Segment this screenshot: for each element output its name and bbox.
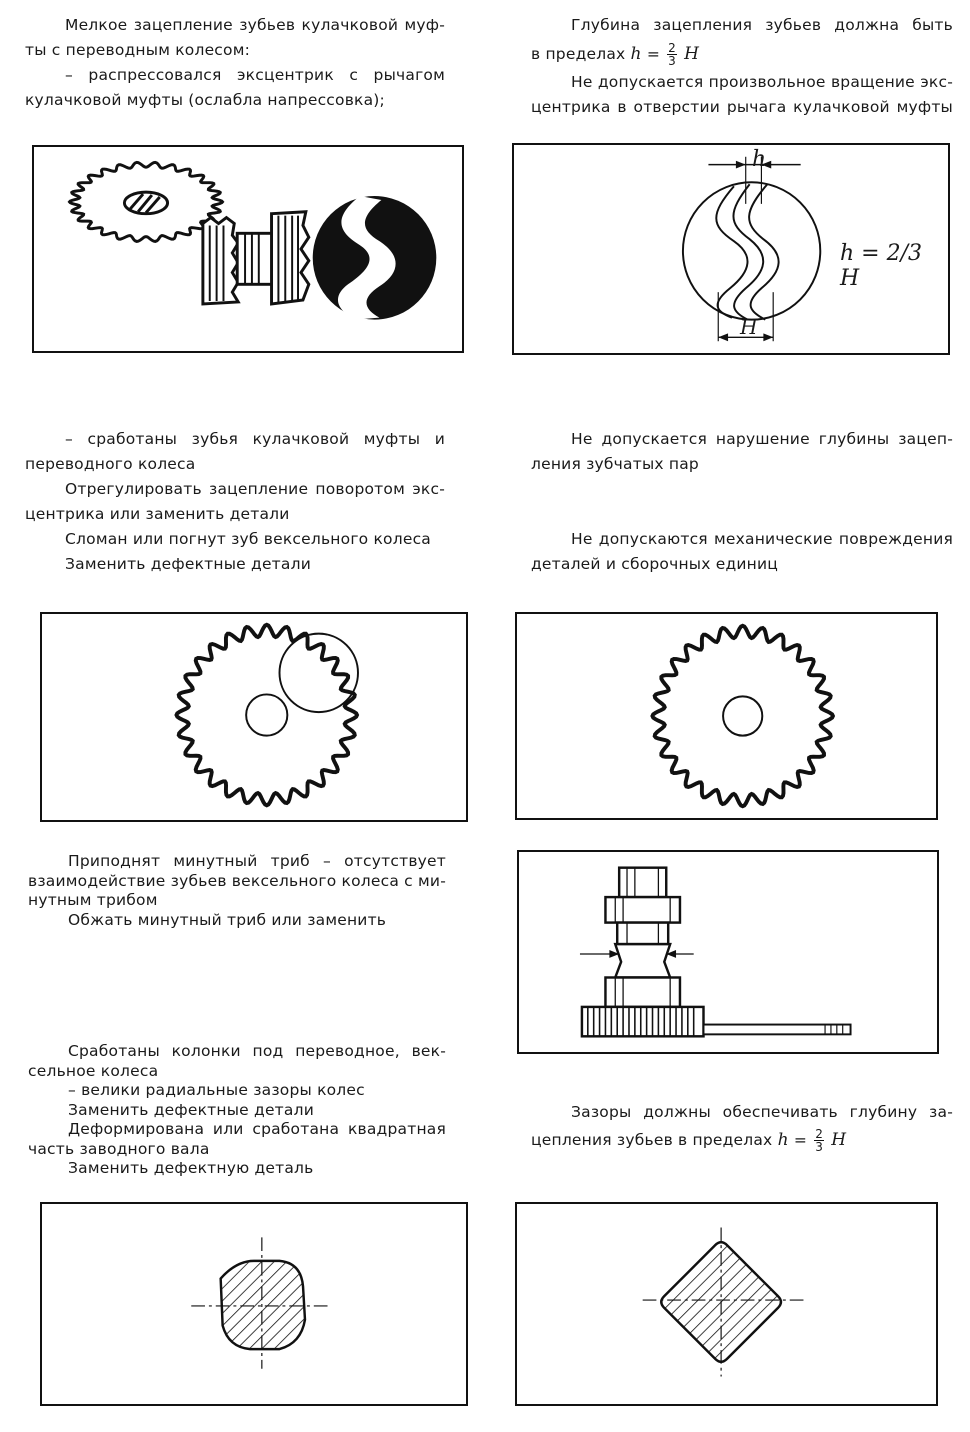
figure-broken-tooth-wheel bbox=[40, 612, 468, 822]
formula-H: H bbox=[684, 44, 700, 64]
text-line: кулачковой муфты (ослабла напрессовка); bbox=[25, 91, 385, 109]
label-H: H bbox=[740, 315, 758, 339]
text-line: ления зубчатых пар bbox=[531, 455, 699, 473]
text-line: деталей и сборочных единиц bbox=[531, 555, 779, 573]
formula-eq: = bbox=[646, 45, 661, 63]
depth-drawing bbox=[681, 156, 822, 342]
text-line: нутным трибом bbox=[28, 891, 158, 909]
pinion-top bbox=[617, 866, 668, 899]
cam-clutch bbox=[270, 210, 311, 306]
text-line: часть заводного вала bbox=[28, 1139, 210, 1158]
left-text-block-1: Мелкое зацепление зубьев кулачковой муф-… bbox=[25, 13, 445, 113]
text-line: Мелкое зацепление зубьев кулачковой муф- bbox=[65, 16, 445, 34]
pinion-waist bbox=[613, 942, 672, 979]
intact-wheel-drawing bbox=[650, 623, 836, 809]
text-line: Не допускаются механические повреждения bbox=[571, 530, 953, 548]
arrow-head bbox=[666, 950, 677, 958]
text-line: Сломан или погнут зуб вексельного колеса bbox=[65, 530, 431, 548]
text-line: Отрегулировать зацепление поворотом экс- bbox=[65, 480, 445, 498]
text-line: центрика в отверстии рычага кулачковой м… bbox=[531, 98, 953, 116]
text-line: Глубина зацепления зубьев должна быть bbox=[571, 16, 953, 34]
formula-eq: = bbox=[793, 1131, 808, 1149]
text-line: сельное колеса bbox=[28, 1061, 159, 1080]
arrow-head bbox=[763, 333, 774, 342]
text-line: – сработаны зубья кулачковой муфты и bbox=[65, 430, 445, 448]
text-line: Обжать минутный триб или заменить bbox=[68, 910, 387, 929]
tooth-profile-2 bbox=[748, 183, 780, 321]
text-line: Заменить дефектные детали bbox=[68, 1100, 314, 1119]
formula-h: h bbox=[630, 44, 642, 64]
wheel-rim-thin bbox=[702, 1023, 852, 1036]
broken-wheel-drawing bbox=[174, 622, 360, 808]
fraction-numerator: 2 bbox=[667, 41, 678, 55]
label-formula: h = 2/3 H bbox=[840, 241, 922, 291]
arrow-head bbox=[735, 160, 746, 169]
worn-square-drawing bbox=[191, 1237, 331, 1369]
text-line: Заменить дефектную деталь bbox=[68, 1159, 314, 1177]
left-text-block-3: Приподнят минутный триб – отсутствует вз… bbox=[28, 852, 446, 930]
arrow-head bbox=[761, 160, 772, 169]
text-line: взаимодействие зубьев вексельного колеса… bbox=[28, 871, 446, 890]
text-line: Не допускается нарушение глубины зацеп- bbox=[571, 430, 953, 448]
shaft-section-worn bbox=[219, 1259, 307, 1351]
figure-correct-square bbox=[515, 1202, 938, 1406]
formula-h: h bbox=[777, 1130, 789, 1150]
clutch-circle bbox=[681, 181, 822, 321]
right-text-block-3: Не допускаются механические повреждения … bbox=[531, 527, 953, 577]
clutch-pinion bbox=[201, 215, 241, 306]
fraction-denominator: 3 bbox=[815, 1140, 824, 1154]
fraction-numerator: 2 bbox=[814, 1127, 825, 1141]
wheel-bore bbox=[722, 695, 764, 737]
damage-highlight-circle bbox=[278, 632, 359, 714]
figure-clutch-engagement bbox=[32, 145, 464, 353]
text-line: – распрессовался эксцентрик с рычагом bbox=[65, 66, 445, 84]
tooth-profile-1 bbox=[715, 185, 749, 319]
pinion-neck bbox=[615, 921, 670, 946]
clutch-face-wave bbox=[337, 196, 396, 320]
clutch-drawing bbox=[67, 160, 437, 320]
text-fragment: в пределах bbox=[531, 45, 626, 63]
figure-intact-wheel bbox=[515, 612, 938, 820]
figure-engagement-depth: h H h = 2/3 H bbox=[512, 143, 950, 355]
figure-minute-pinion bbox=[517, 850, 939, 1054]
correct-square-drawing bbox=[642, 1227, 804, 1377]
text-line: Не допускается произвольное вращение экс… bbox=[571, 73, 953, 91]
figure-worn-square bbox=[40, 1202, 468, 1406]
text-line: ты с переводным колесом: bbox=[25, 41, 251, 59]
pinion-collar bbox=[604, 895, 682, 924]
left-text-block-4: Сработаны колонки под переводное, век- с… bbox=[28, 1042, 446, 1179]
text-fragment: цепления зубьев в пределах bbox=[531, 1131, 773, 1149]
fraction-denominator: 3 bbox=[668, 54, 677, 68]
text-line: – велики радиальные зазоры колес bbox=[68, 1081, 365, 1099]
wheel-hub bbox=[580, 1005, 705, 1038]
arrow-head bbox=[609, 950, 620, 958]
minute-pinion-drawing bbox=[579, 866, 852, 1038]
right-text-block-4: Зазоры должны обеспечивать глубину за- ц… bbox=[531, 1100, 953, 1155]
arrow-head bbox=[718, 333, 729, 342]
left-text-block-2: – сработаны зубья кулачковой муфты и пер… bbox=[25, 427, 445, 577]
formula-H: H bbox=[831, 1130, 847, 1150]
change-wheel bbox=[174, 622, 360, 808]
text-line: Сработаны колонки под переводное, век- bbox=[68, 1042, 446, 1060]
text-line: Приподнят минутный триб – отсутствует bbox=[68, 852, 446, 870]
text-line: центрика или заменить детали bbox=[25, 505, 290, 523]
tooth-profile-3 bbox=[732, 183, 765, 321]
change-wheel bbox=[650, 623, 836, 809]
text-line: Зазоры должны обеспечивать глубину за- bbox=[571, 1103, 953, 1121]
text-line: переводного колеса bbox=[25, 455, 196, 473]
right-text-block-2: Не допускается нарушение глубины зацеп- … bbox=[531, 427, 953, 477]
text-line: Заменить дефектные детали bbox=[65, 555, 311, 573]
label-h: h bbox=[752, 147, 767, 172]
right-text-block-1: Глубина зацепления зубьев должна быть в … bbox=[531, 13, 953, 120]
text-line: Деформирована или сработана квадратная bbox=[68, 1120, 446, 1138]
pinion-base bbox=[604, 976, 682, 1009]
wheel-bore bbox=[245, 693, 289, 737]
